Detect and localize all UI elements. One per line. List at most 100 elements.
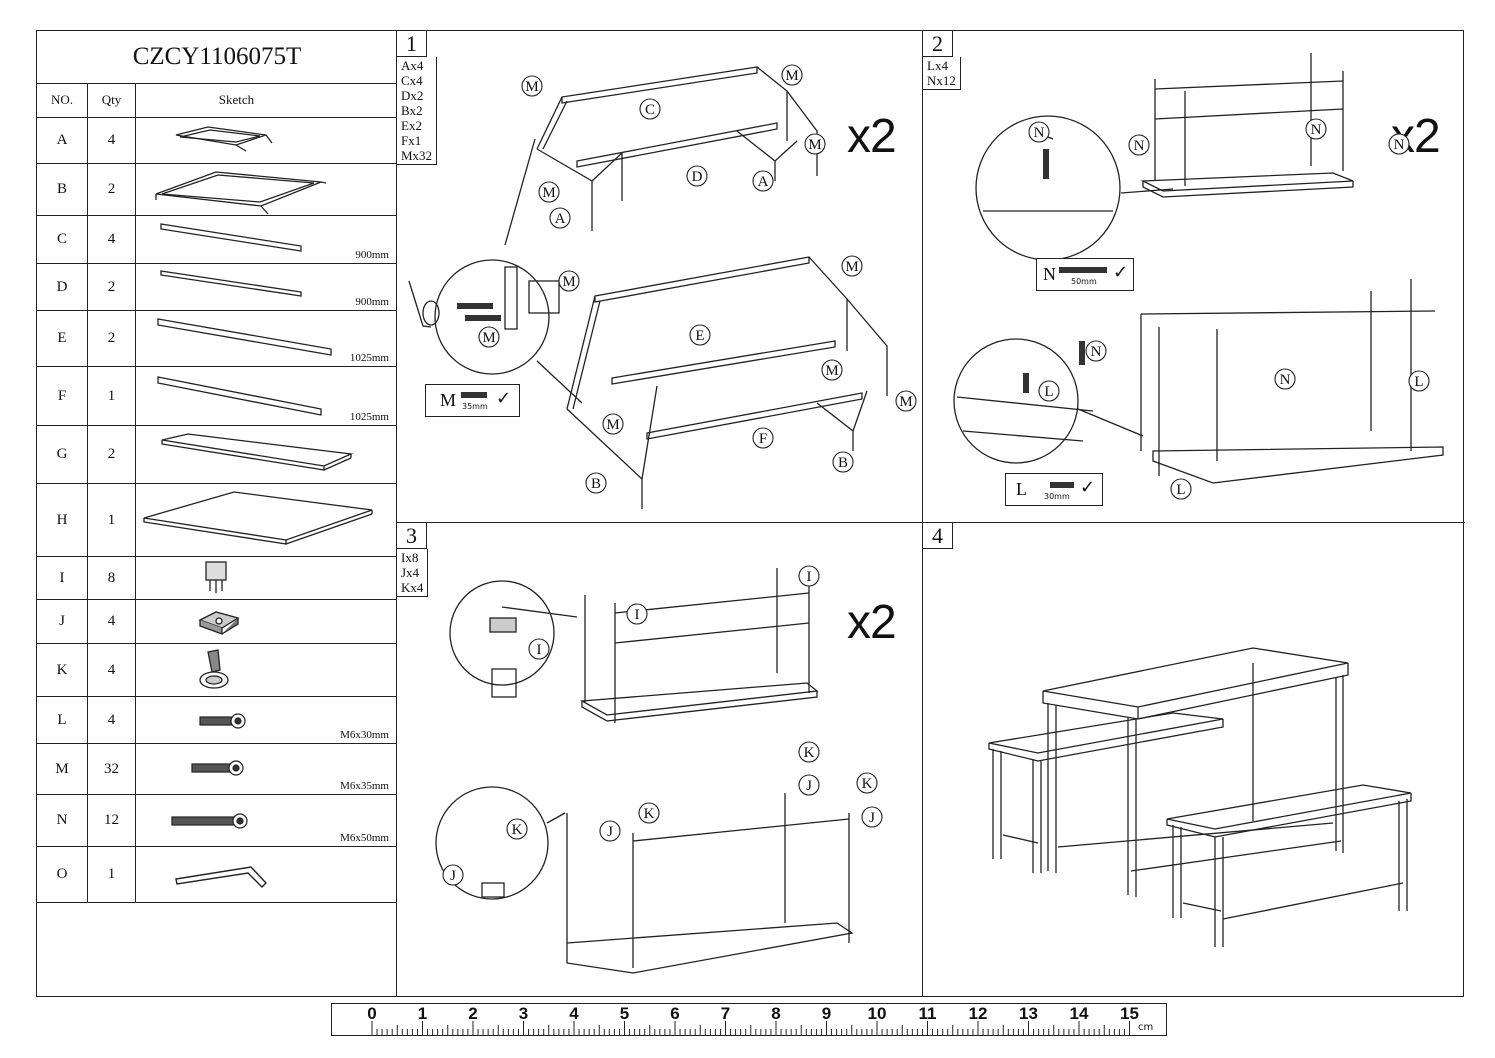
svg-text:N: N: [1134, 138, 1145, 154]
part-qty: 2: [88, 164, 136, 215]
ruler-label: 12: [968, 1004, 988, 1023]
ruler-unit: cm: [1138, 1022, 1154, 1033]
svg-text:M: M: [845, 259, 858, 275]
screw-icon: [1050, 482, 1074, 488]
table-row: O 1: [37, 847, 397, 903]
part-count: Lx4: [927, 58, 948, 73]
table-row: F 1 1025mm: [37, 367, 397, 426]
part-dimension: 900mm: [355, 249, 389, 261]
sketch-d: 900mm: [136, 264, 397, 310]
svg-text:M: M: [785, 68, 798, 84]
sketch-e: 1025mm: [136, 311, 397, 366]
bolt-30mm-sketch: [199, 713, 246, 729]
sketch-k: [136, 644, 397, 696]
part-no: O: [37, 847, 88, 902]
part-count: Nx12: [927, 73, 956, 88]
svg-text:D: D: [692, 169, 703, 185]
part-qty: 4: [88, 600, 136, 643]
checkmark-icon: ✓: [496, 388, 512, 409]
screw-letter: L: [1016, 479, 1027, 499]
part-dimension: 900mm: [355, 296, 389, 308]
bench-top-sketch: [161, 433, 354, 471]
table-header: NO. Qty Sketch: [37, 83, 397, 118]
part-no: I: [37, 557, 88, 599]
header-qty: Qty: [88, 83, 136, 117]
ruler-label: 14: [1069, 1004, 1089, 1023]
sketch-c: 900mm: [136, 216, 397, 263]
part-no: F: [37, 367, 88, 425]
svg-text:E: E: [695, 328, 704, 344]
svg-text:N: N: [1311, 122, 1322, 138]
sketch-m: M6x35mm: [136, 744, 397, 794]
ruler-label: 13: [1019, 1004, 1038, 1023]
part-count: Dx2: [401, 88, 424, 103]
svg-text:N: N: [1394, 137, 1405, 153]
assembled-set-illustration: [988, 647, 1412, 947]
part-count: Fx1: [401, 133, 422, 148]
svg-text:A: A: [758, 174, 769, 190]
ruler-label: 9: [821, 1004, 832, 1023]
table-row: B 2: [37, 164, 397, 216]
ruler-label: 7: [720, 1004, 731, 1023]
table-row: E 2 1025mm: [37, 311, 397, 367]
svg-text:I: I: [537, 642, 542, 658]
screw-length: 30mm: [1044, 492, 1070, 501]
part-qty: 1: [88, 484, 136, 556]
part-no: A: [37, 117, 88, 163]
ruler-label: 1: [417, 1004, 428, 1023]
part-no: J: [37, 600, 88, 643]
svg-text:M: M: [482, 330, 495, 346]
svg-text:B: B: [591, 476, 601, 492]
part-count: Bx2: [401, 103, 423, 118]
svg-text:K: K: [862, 776, 873, 792]
svg-text:C: C: [645, 102, 655, 118]
table-row: J 4: [37, 600, 397, 644]
svg-text:M: M: [808, 137, 821, 153]
svg-text:K: K: [644, 806, 655, 822]
part-qty: 4: [88, 117, 136, 163]
ruler-label: 8: [771, 1004, 781, 1023]
ruler-label: 4: [569, 1004, 579, 1023]
svg-text:J: J: [869, 810, 875, 826]
part-dimension: M6x30mm: [340, 729, 389, 741]
leveler-foot-sketch: [199, 649, 229, 689]
part-count: Jx4: [401, 565, 420, 580]
screw-icon: [1059, 267, 1107, 273]
checkmark-icon: ✓: [1113, 262, 1129, 283]
svg-text:B: B: [838, 455, 848, 471]
leg-frame-sketch: [175, 126, 273, 152]
part-no: N: [37, 795, 88, 846]
header-no: NO.: [37, 83, 88, 117]
bar-sketch: [160, 223, 302, 252]
ruler-label: 10: [867, 1004, 887, 1023]
svg-text:L: L: [1044, 384, 1053, 400]
screw-n-callout: N 50mm ✓: [1036, 258, 1134, 291]
part-no: B: [37, 164, 88, 215]
svg-text:J: J: [450, 868, 456, 884]
svg-text:I: I: [807, 569, 812, 585]
bench-frame-sketch: [155, 171, 327, 215]
callout-M: M: [525, 79, 538, 95]
part-count: Mx32: [401, 148, 433, 163]
tube-cap-sketch: [205, 561, 227, 593]
svg-text:L: L: [1414, 374, 1423, 390]
svg-text:M: M: [899, 394, 912, 410]
screw-l-callout: L 30mm ✓: [1005, 473, 1103, 506]
sketch-g: [136, 426, 397, 483]
part-qty: 8: [88, 557, 136, 599]
table-row: N 12 M6x50mm: [37, 795, 397, 847]
ruler-label: 3: [518, 1004, 529, 1023]
sketch-f: 1025mm: [136, 367, 397, 425]
part-no: K: [37, 644, 88, 696]
step-3-panel: 3 Ix8 Jx4 Kx4 x2: [397, 523, 923, 996]
leveler-insert-sketch: [198, 611, 240, 635]
step-number: 4: [923, 523, 953, 549]
table-row: K 4: [37, 644, 397, 697]
screw-letter: N: [1043, 264, 1056, 284]
step-1-panel: 1 Ax4 Cx4 Dx2 Bx2 Ex2 Fx1 Mx32 x2: [397, 31, 923, 523]
multiplier: x2: [847, 596, 897, 649]
step-number: 1: [397, 31, 427, 57]
